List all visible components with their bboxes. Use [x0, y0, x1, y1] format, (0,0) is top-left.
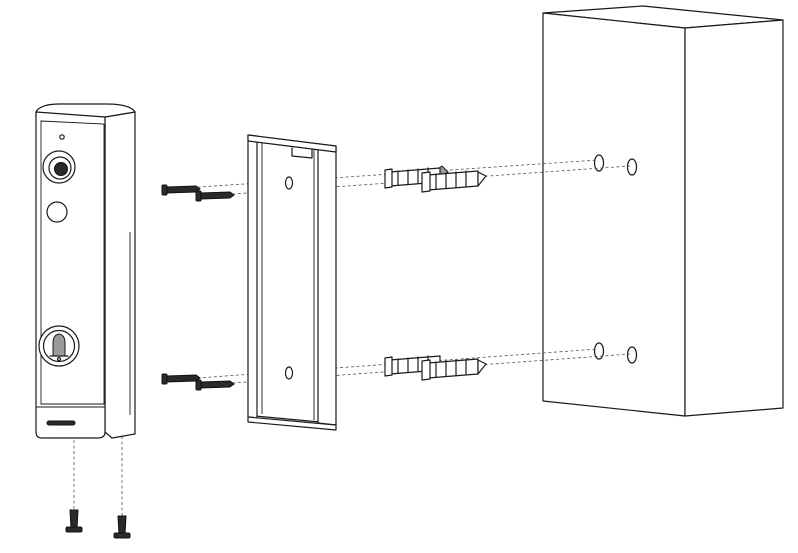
- wall-anchor: [421, 170, 487, 193]
- wall-block: [542, 5, 784, 417]
- wall-hole: [626, 346, 638, 364]
- mounting-screws: [161, 184, 235, 391]
- screw: [195, 379, 235, 391]
- bracket-hole: [284, 176, 294, 190]
- wall-hole: [593, 154, 605, 172]
- camera-lens: [42, 150, 76, 184]
- wall-hole: [593, 342, 605, 360]
- bracket-hole: [284, 366, 294, 380]
- motion-sensor: [46, 201, 68, 223]
- bottom-screw: [113, 515, 131, 539]
- doorbell-unit: [35, 103, 136, 439]
- bottom-screws: [65, 509, 131, 539]
- bottom-screw: [65, 509, 83, 533]
- wall-anchors: [384, 165, 487, 381]
- wall-hole: [626, 158, 638, 176]
- wall-anchor: [421, 358, 487, 381]
- speaker-slot: [46, 420, 76, 426]
- screw: [161, 184, 201, 196]
- led-indicator: [59, 134, 65, 140]
- bell-button: [38, 325, 80, 367]
- mounting-bracket: [247, 134, 337, 431]
- screw: [195, 190, 235, 202]
- alignment-lines: [73, 159, 631, 518]
- screw: [161, 373, 201, 385]
